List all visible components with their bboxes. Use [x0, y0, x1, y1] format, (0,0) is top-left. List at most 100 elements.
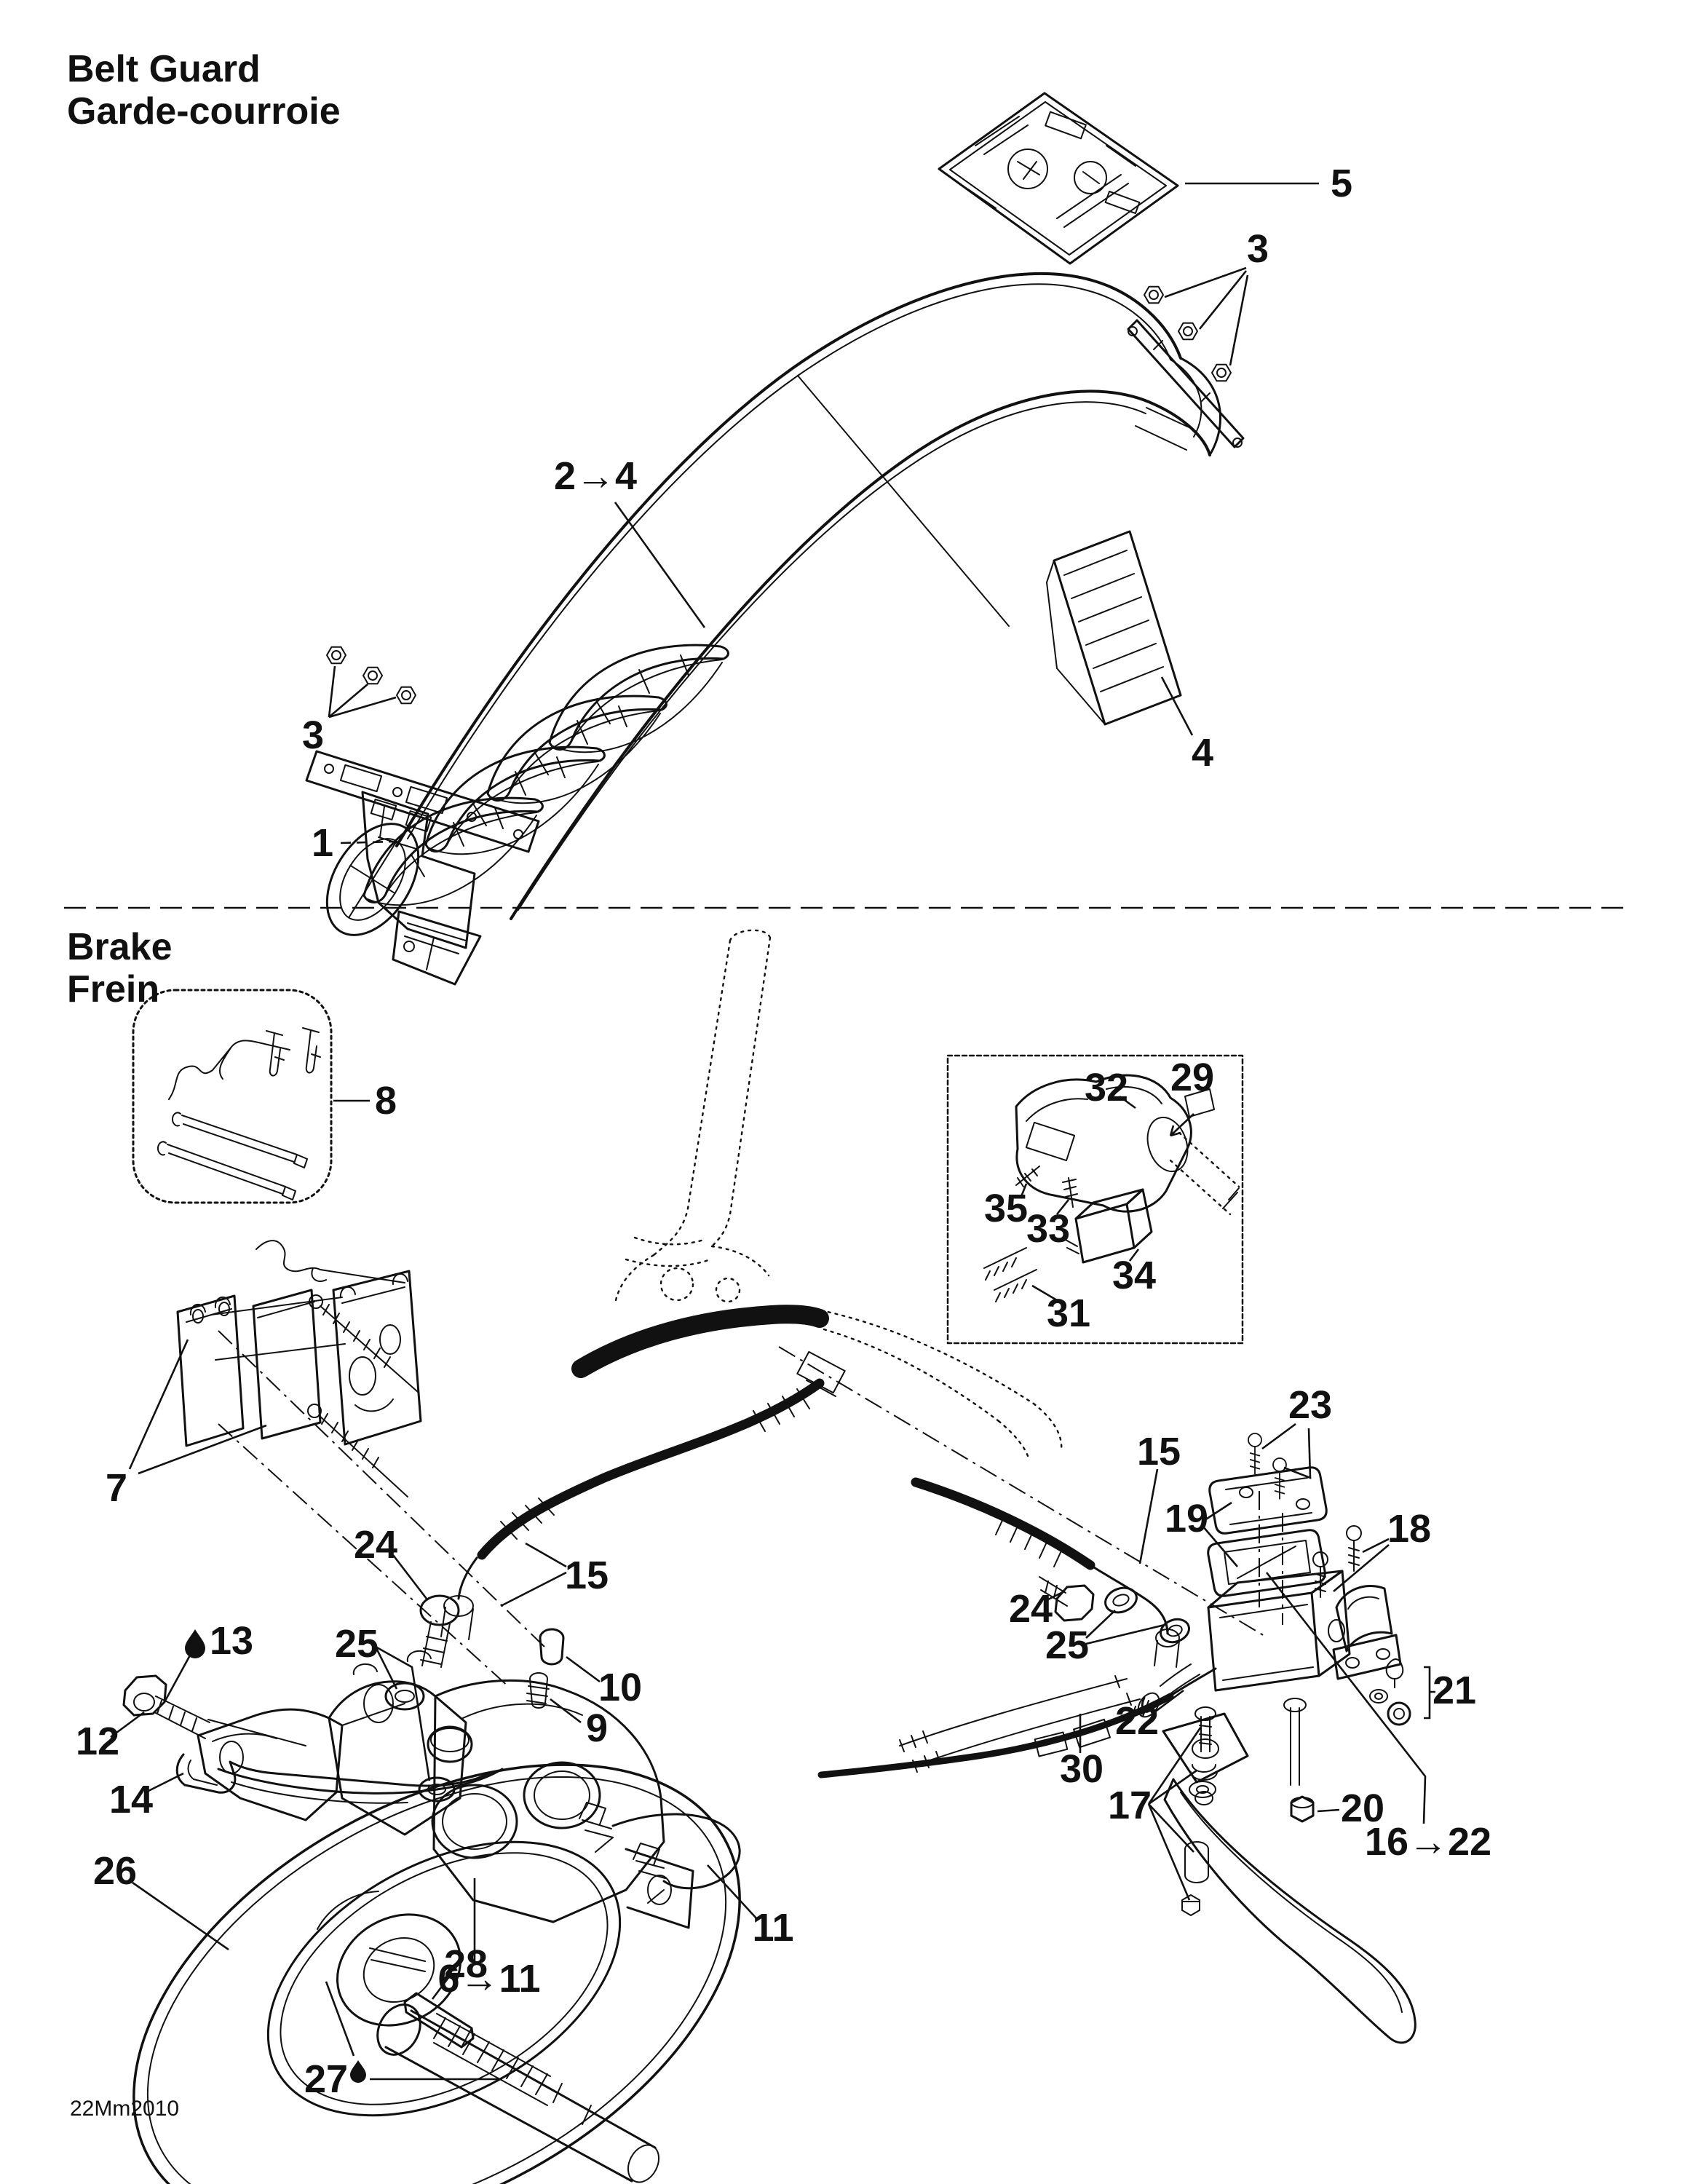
splined-shaft-27	[350, 2003, 660, 2183]
footer-code: 22Mm2010	[70, 2097, 179, 2121]
screws-18-clamp	[1312, 1525, 1402, 1680]
callout-33: 33	[1026, 1207, 1070, 1251]
callout-15-right: 15	[1137, 1430, 1181, 1473]
section-title-belt-guard-fr: Garde-courroie	[67, 90, 341, 132]
callout-21: 21	[1433, 1669, 1476, 1712]
callout-29: 29	[1170, 1056, 1214, 1099]
leader-25-left	[374, 1645, 431, 1781]
callout-28: 28	[444, 1942, 488, 1986]
leader-23	[1261, 1423, 1312, 1479]
screw-33	[1062, 1177, 1078, 1208]
callout-24-left: 24	[354, 1523, 397, 1567]
section-title-brake-fr: Frein	[67, 968, 159, 1010]
leader-31	[1031, 1284, 1058, 1302]
leader-11	[707, 1864, 758, 1920]
pivot-bolt-nut-20	[1283, 1698, 1315, 1823]
steering-column-phantom	[614, 929, 1063, 1462]
brake-disc-26	[132, 1763, 741, 2184]
handlebar-grip	[571, 1305, 829, 1378]
callout-11: 11	[752, 1906, 793, 1950]
phantom-routing-line	[778, 1346, 1269, 1639]
section-title-belt-guard-en: Belt Guard	[67, 48, 261, 90]
leader-34	[1128, 1249, 1140, 1262]
callout-4: 4	[1192, 731, 1213, 775]
callout-7: 7	[106, 1466, 127, 1510]
callout-17: 17	[1108, 1784, 1152, 1827]
callout-6-11: 6→11	[437, 1957, 540, 2001]
phantom-screw-axes	[1259, 1491, 1283, 1625]
leader-12	[110, 1711, 145, 1738]
leader-1	[340, 840, 394, 844]
leader-7	[128, 1339, 267, 1475]
leader-14	[145, 1772, 184, 1794]
callout-9: 9	[586, 1706, 608, 1750]
callout-16-22: 16→22	[1365, 1820, 1491, 1864]
banjo-bolt-24-left	[419, 1594, 460, 1668]
crossover-hose-11	[579, 1802, 741, 1904]
nuts-3-top	[1144, 285, 1232, 382]
cables-30	[899, 1675, 1141, 1773]
callout-13: 13	[210, 1619, 253, 1663]
leader-24-right	[1046, 1590, 1065, 1602]
brake-lever-blade	[1163, 1778, 1416, 2044]
nuts-3-left	[326, 646, 416, 705]
leader-24-left	[392, 1554, 428, 1599]
leader-18	[1333, 1538, 1390, 1592]
section-title-brake-en: Brake	[67, 926, 173, 968]
leader-22	[1154, 1689, 1184, 1714]
leader-16-22	[1265, 1572, 1427, 1824]
callout-23: 23	[1288, 1383, 1332, 1427]
leader-10	[566, 1655, 601, 1683]
callout-8: 8	[375, 1079, 397, 1123]
callout-5: 5	[1331, 162, 1352, 205]
callout-18: 18	[1387, 1507, 1431, 1551]
leader-13	[163, 1653, 192, 1703]
callout-22: 22	[1115, 1699, 1159, 1743]
screw-35	[1015, 1166, 1040, 1187]
leader-3-top	[1164, 266, 1249, 366]
callout-31: 31	[1047, 1291, 1090, 1335]
hose-22	[817, 1693, 1174, 1779]
belt-guard-section: Belt Guard Garde-courroie 5 3	[67, 48, 1352, 986]
callout-25-right: 25	[1045, 1623, 1089, 1667]
leader-3-left	[328, 665, 397, 719]
callout-2-4: 2→4	[554, 454, 637, 498]
small-parts-21	[1369, 1658, 1411, 1726]
screws-31	[983, 1247, 1037, 1302]
lever-housing-inset: 32 29 35 33 34 31	[946, 1054, 1244, 1345]
callout-26: 26	[93, 1849, 137, 1893]
callout-1: 1	[312, 821, 333, 865]
leader-25-right	[1085, 1610, 1165, 1645]
leader-32	[1119, 1095, 1136, 1109]
lever-housing-32	[1015, 1074, 1240, 1216]
callout-3-left: 3	[302, 713, 324, 757]
callout-19: 19	[1165, 1497, 1208, 1540]
callout-32: 32	[1085, 1066, 1128, 1109]
callout-27: 27	[304, 2057, 348, 2101]
callout-30: 30	[1060, 1747, 1103, 1791]
screws-23	[1248, 1433, 1287, 1500]
belt-guard-bracket-1	[361, 791, 482, 986]
leader-19	[1202, 1501, 1238, 1567]
pad-pin-springs	[307, 1294, 419, 1497]
leader-27	[325, 1981, 502, 2081]
leader-2-4	[614, 502, 706, 628]
switch-34	[1063, 1188, 1153, 1264]
callout-14: 14	[109, 1778, 153, 1821]
callout-10: 10	[598, 1666, 642, 1709]
belt-guard-cover	[305, 272, 1222, 936]
washers-25-right	[1104, 1586, 1190, 1644]
oval-vent	[325, 823, 420, 936]
reservoir-cover-19	[1207, 1466, 1328, 1597]
callout-25-left: 25	[335, 1622, 379, 1666]
banjo-bolt-24-right	[1039, 1576, 1095, 1622]
bleeder-valve-9	[526, 1672, 550, 1709]
leader-15-right	[1138, 1468, 1159, 1564]
leader-17	[1147, 1726, 1202, 1901]
callout-3-top: 3	[1247, 227, 1269, 271]
brake-pads-7	[176, 1240, 422, 1447]
phantom-pad-axis-2	[218, 1423, 510, 1688]
leader-28	[431, 1975, 451, 2000]
